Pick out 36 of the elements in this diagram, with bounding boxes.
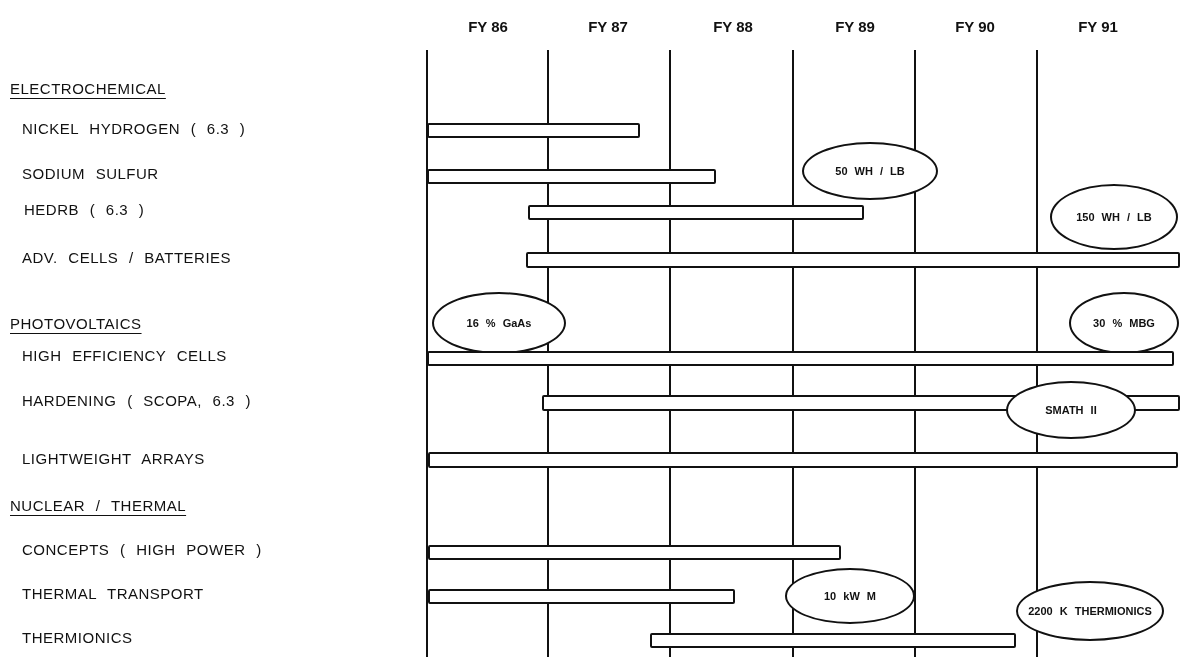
timeline-bar: [650, 633, 1016, 648]
milestone-text: 50 WH / LB: [834, 163, 906, 179]
row-label: SODIUM SULFUR: [22, 165, 159, 182]
milestone-text: 30 % MBG: [1092, 315, 1156, 331]
timeline-bar: [428, 589, 735, 604]
row-label: HIGH EFFICIENCY CELLS: [22, 347, 227, 364]
milestone-text: SMATH II: [1044, 402, 1098, 418]
row-label: THERMIONICS: [22, 629, 133, 646]
milestone-text: 150 WH / LB: [1075, 209, 1153, 225]
timeline-bar: [526, 252, 1180, 268]
section-heading: PHOTOVOLTAICS: [10, 315, 142, 332]
row-label: NICKEL HYDROGEN ( 6.3 ): [22, 120, 246, 137]
year-header: FY 90: [955, 18, 995, 35]
year-header: FY 86: [468, 18, 508, 35]
timeline-bar: [428, 452, 1178, 468]
row-label: THERMAL TRANSPORT: [22, 585, 204, 602]
milestone-text: 16 % GaAs: [465, 315, 533, 331]
row-label: LIGHTWEIGHT ARRAYS: [22, 450, 205, 467]
milestone-text: 2200 K THERMIONICS: [1027, 603, 1153, 619]
timeline-bar: [427, 123, 640, 138]
timeline-bar: [427, 351, 1174, 366]
timeline-bar: [528, 205, 864, 220]
milestone-text: 10 kW M: [823, 588, 877, 604]
section-heading: NUCLEAR / THERMAL: [10, 497, 187, 514]
row-label: ADV. CELLS / BATTERIES: [22, 249, 232, 266]
row-label: HEDRB ( 6.3 ): [24, 201, 145, 218]
year-header: FY 89: [835, 18, 875, 35]
year-header: FY 87: [588, 18, 628, 35]
timeline-bar: [428, 545, 841, 560]
section-heading: ELECTROCHEMICAL: [10, 80, 166, 97]
row-label: HARDENING ( SCOPA, 6.3 ): [22, 392, 252, 409]
timeline-bar: [427, 169, 716, 184]
row-label: CONCEPTS ( HIGH POWER ): [22, 541, 262, 558]
year-header: FY 88: [713, 18, 753, 35]
milestone-ellipse: [785, 568, 915, 624]
year-header: FY 91: [1078, 18, 1118, 35]
